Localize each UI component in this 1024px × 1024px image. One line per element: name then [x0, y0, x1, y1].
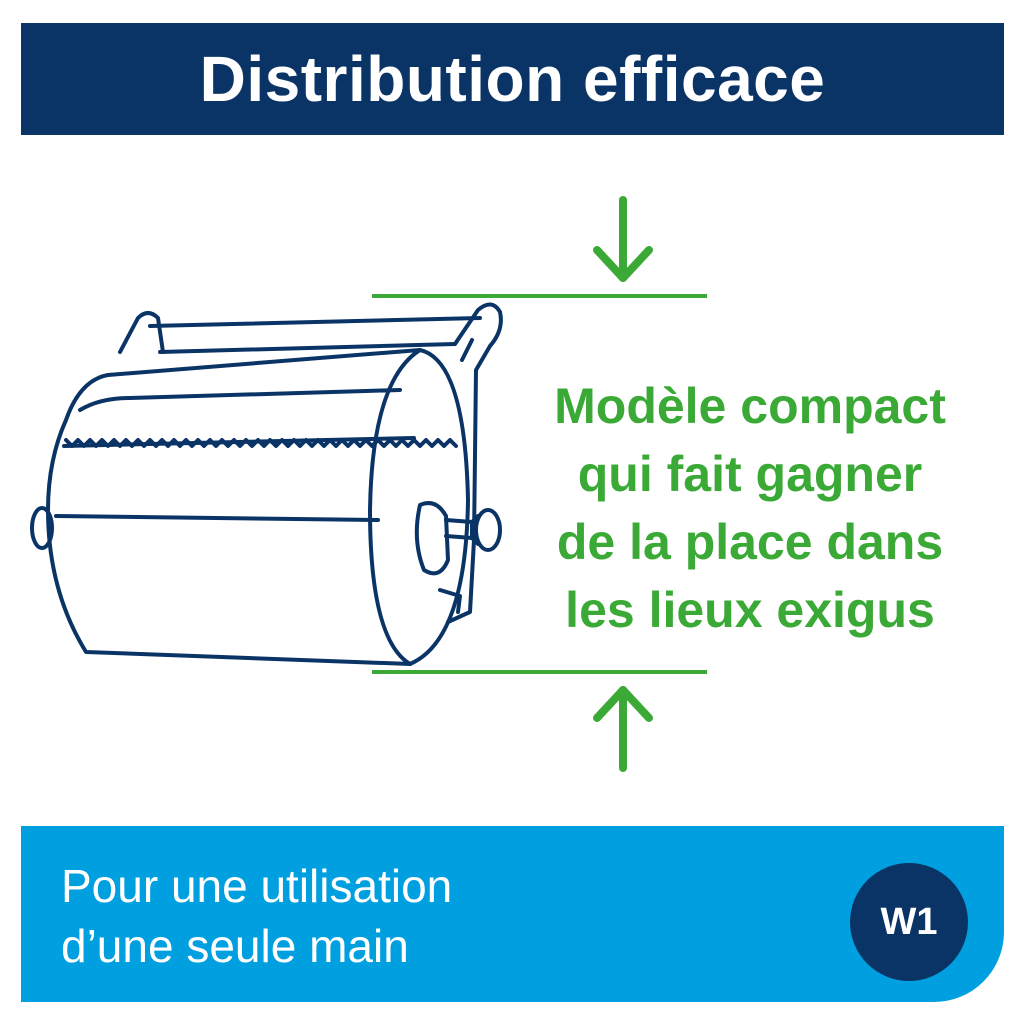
system-badge: W1	[850, 863, 968, 981]
claim-line: Modèle compact	[554, 378, 946, 434]
footer-line: d’une seule main	[61, 920, 409, 972]
footer-text: Pour une utilisation d’une seule main	[61, 856, 452, 976]
page-title: Distribution efficace	[199, 43, 826, 115]
claim-line: qui fait gagner	[577, 446, 923, 502]
footer-banner: Pour une utilisation d’une seule main W1	[21, 826, 1004, 1002]
illustration	[30, 196, 707, 772]
compact-claim: Modèle compact qui fait gagner de la pla…	[500, 372, 1000, 644]
arrow-up-icon	[593, 686, 653, 772]
footer-line: Pour une utilisation	[61, 860, 453, 912]
title-banner: Distribution efficace	[21, 23, 1004, 135]
claim-line: les lieux exigus	[565, 582, 935, 638]
paper-roll-dispenser-icon	[30, 302, 503, 666]
arrow-down-icon	[593, 196, 653, 282]
claim-line: de la place dans	[556, 514, 944, 570]
